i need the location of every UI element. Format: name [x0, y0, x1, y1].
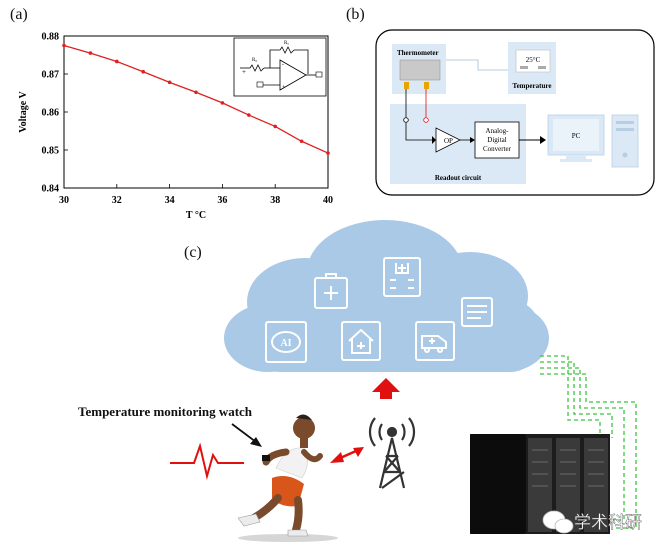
y-axis-ticks: 0.84 0.85 0.86 0.87 0.88	[42, 32, 68, 195]
x-tick-label: 30	[59, 195, 69, 206]
medical-record-icon	[461, 297, 493, 327]
voltage-series-points	[62, 43, 330, 155]
thermometer-display-link	[446, 59, 508, 71]
svg-text:+: +	[282, 85, 286, 91]
watermark-text: 学术科研	[574, 513, 642, 532]
network-cables	[540, 355, 637, 529]
inset-opamp-circuit: - + + R₀ Rₓ	[233, 37, 327, 97]
op-label: OP	[444, 137, 453, 145]
upload-arrow-icon	[372, 378, 400, 399]
ai-brain-icon	[265, 321, 307, 363]
first-aid-icon	[314, 273, 348, 309]
adc-line-2: Digital	[487, 136, 506, 144]
display-value: 25°C	[526, 56, 541, 64]
bidirectional-arrow-icon	[330, 447, 364, 463]
inset-r0-label: R₀	[252, 58, 257, 63]
y-axis-label: Voltage V	[18, 91, 29, 133]
x-tick-label: 38	[270, 195, 280, 206]
ambulance-icon	[415, 321, 455, 361]
y-tick-label: 0.87	[42, 70, 60, 81]
adc-line-3: Converter	[483, 145, 512, 153]
opamp-triangle	[279, 59, 307, 91]
thermometer-label: Thermometer	[397, 49, 439, 57]
data-point	[247, 113, 251, 117]
x-axis-ticks: 30 32 34 36 38 40	[59, 184, 333, 206]
data-point	[273, 124, 278, 129]
adc-block	[474, 121, 520, 159]
op-amp-block	[435, 127, 461, 153]
home-health-icon	[341, 321, 381, 361]
panel-c-label: (c)	[184, 244, 202, 261]
panel-a-label: (a)	[10, 6, 28, 23]
temperature-label: Temperature	[513, 82, 552, 90]
readout-block-diagram: Thermometer 25°C Temperature Readout cir…	[375, 29, 655, 196]
data-point	[115, 59, 119, 64]
x-tick-label: 34	[165, 195, 175, 206]
x-tick-label: 40	[323, 195, 333, 206]
data-point	[141, 69, 145, 74]
panel-b-label: (b)	[346, 6, 365, 23]
data-point	[299, 139, 304, 144]
svg-text:+: +	[242, 68, 246, 76]
data-point	[194, 90, 198, 95]
server-rack	[470, 434, 610, 534]
svg-text:-: -	[282, 62, 284, 68]
x-axis-label: T °C	[186, 210, 206, 221]
x-tick-label: 32	[112, 195, 122, 206]
y-tick-label: 0.88	[42, 32, 60, 43]
watch-pointer-head	[250, 437, 262, 447]
resistor-rf	[279, 46, 295, 54]
data-point	[88, 51, 93, 55]
pc-label: PC	[572, 132, 581, 140]
y-tick-label: 0.85	[42, 146, 60, 157]
runner-figure	[237, 414, 338, 542]
thermometer-sensor	[399, 59, 441, 81]
inset-rf-label: Rₓ	[284, 41, 289, 46]
wechat-watermark-icon	[542, 510, 574, 534]
y-tick-label: 0.86	[42, 108, 60, 119]
y-tick-label: 0.84	[42, 184, 60, 195]
voltage-temperature-chart: 30 32 34 36 38 40 0.84 0.85 0.86 0.87 0.88 T °C V…	[18, 32, 333, 222]
resistor-r0	[249, 64, 265, 72]
x-tick-label: 36	[217, 195, 227, 206]
cell-tower-icon	[368, 417, 416, 489]
ai-label: AI	[280, 338, 291, 349]
data-point	[167, 80, 172, 85]
watch-label: Temperature monitoring watch	[78, 404, 253, 419]
smart-watch	[262, 455, 270, 461]
adc-line-1: Analog-	[486, 127, 510, 135]
data-point	[220, 101, 225, 105]
heartbeat-icon	[170, 442, 244, 480]
watch-pointer-line	[231, 423, 257, 443]
hospital-building-icon	[383, 257, 421, 297]
readout-label: Readout circuit	[435, 174, 482, 182]
data-point	[326, 151, 330, 155]
data-point	[62, 43, 66, 48]
